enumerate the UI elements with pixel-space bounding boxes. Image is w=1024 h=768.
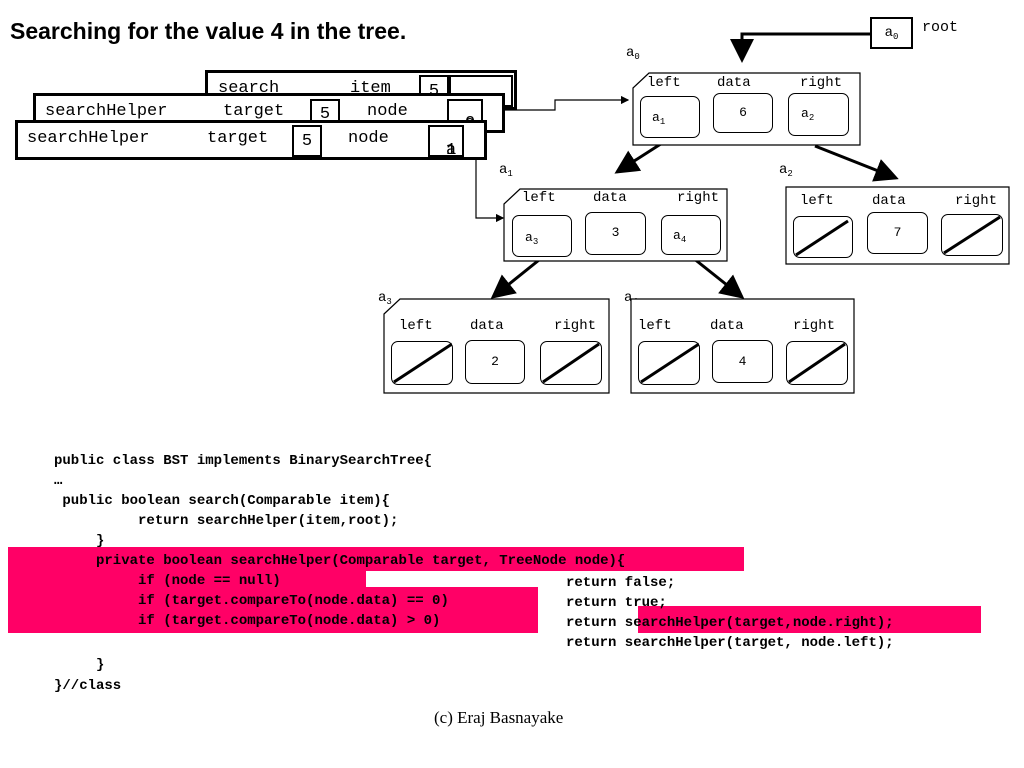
- code-return: return searchHelper(target,node.right);: [566, 615, 894, 631]
- field-label-left: left: [638, 318, 672, 334]
- code-line: return searchHelper(item,root);: [54, 513, 399, 529]
- left-null-cell: [638, 341, 700, 385]
- null-slash-icon: [542, 342, 600, 384]
- data-cell: 2: [465, 340, 525, 384]
- code-return: return searchHelper(target, node.left);: [566, 635, 894, 651]
- frame-method: searchHelper: [45, 102, 168, 121]
- data-cell: 6: [713, 93, 773, 133]
- footer-credit: (c) Eraj Basnayake: [434, 708, 564, 727]
- highlight-right-recursion: [638, 606, 981, 633]
- field-label-right: right: [554, 318, 597, 334]
- highlight-compare-checks: [8, 587, 538, 633]
- right-pointer-cell: a2: [788, 93, 849, 136]
- code-line: }: [54, 657, 105, 673]
- code-line: …: [54, 473, 63, 489]
- code-line: }//class: [54, 678, 122, 694]
- right-null-cell: [941, 214, 1003, 256]
- field-label-data: data: [872, 193, 906, 209]
- left-pointer-cell: a1: [640, 96, 700, 138]
- field-label-data: data: [470, 318, 504, 334]
- edge-a0-a2: [814, 144, 899, 182]
- data-cell: 4: [712, 340, 773, 383]
- right-null-cell: [540, 341, 602, 385]
- null-slash-icon: [640, 342, 699, 384]
- root-pointer-arrow: [730, 32, 870, 63]
- right-null-cell: [786, 341, 848, 385]
- null-slash-icon: [393, 342, 452, 384]
- field-label-right: right: [677, 190, 720, 206]
- root-label: root: [922, 19, 959, 36]
- node-id-label: a1: [499, 162, 513, 179]
- field-label-data: data: [717, 75, 751, 91]
- node-id-label: a3: [378, 290, 392, 307]
- field-label-left: left: [399, 318, 433, 334]
- code-line: }: [54, 533, 105, 549]
- node-id-label: a2: [779, 162, 793, 179]
- field-label-data: data: [593, 190, 627, 206]
- code-line: if (target.compareTo(node.data) > 0): [54, 613, 441, 629]
- root-reference-box: a0: [870, 17, 913, 49]
- code-return: return true;: [566, 595, 667, 611]
- node-id-label: a0: [626, 45, 640, 62]
- field-label-right: right: [800, 75, 843, 91]
- root-ref: a0: [884, 24, 899, 42]
- null-slash-icon: [795, 219, 849, 257]
- null-slash-icon: [943, 215, 1001, 255]
- frame-param-node: node: [367, 102, 408, 121]
- code-line: if (target.compareTo(node.data) == 0): [54, 593, 449, 609]
- slide-title: Searching for the value 4 in the tree.: [10, 18, 407, 44]
- frame-node-a0-pointer: [485, 95, 630, 111]
- field-label-right: right: [793, 318, 836, 334]
- edge-a1-a3: [490, 254, 545, 299]
- frame-param-target: target: [223, 102, 285, 121]
- field-label-left: left: [800, 193, 834, 209]
- field-label-data: data: [710, 318, 744, 334]
- field-label-left: left: [647, 75, 681, 91]
- null-slash-icon: [788, 342, 846, 384]
- data-cell: 7: [867, 212, 928, 254]
- right-pointer-cell: a4: [661, 215, 721, 255]
- code-line: private boolean searchHelper(Comparable …: [54, 553, 626, 569]
- left-null-cell: [391, 341, 453, 385]
- field-label-right: right: [955, 193, 998, 209]
- left-null-cell: [793, 216, 853, 258]
- frame-method: searchHelper: [27, 129, 150, 148]
- code-line: if (node == null): [54, 573, 281, 589]
- highlight-null-check: [8, 569, 366, 591]
- frame-param-node: node: [348, 129, 389, 148]
- left-pointer-cell: a3: [512, 215, 572, 257]
- code-line: public class BST implements BinarySearch…: [54, 453, 433, 469]
- code-return: return false;: [566, 575, 676, 591]
- frame-param-target: target: [207, 129, 269, 148]
- highlight-method-signature: [8, 547, 744, 571]
- frame-value-box: 5: [292, 125, 322, 157]
- field-label-left: left: [522, 190, 556, 206]
- data-cell: 3: [585, 212, 646, 255]
- code-line: public boolean search(Comparable item){: [54, 493, 391, 509]
